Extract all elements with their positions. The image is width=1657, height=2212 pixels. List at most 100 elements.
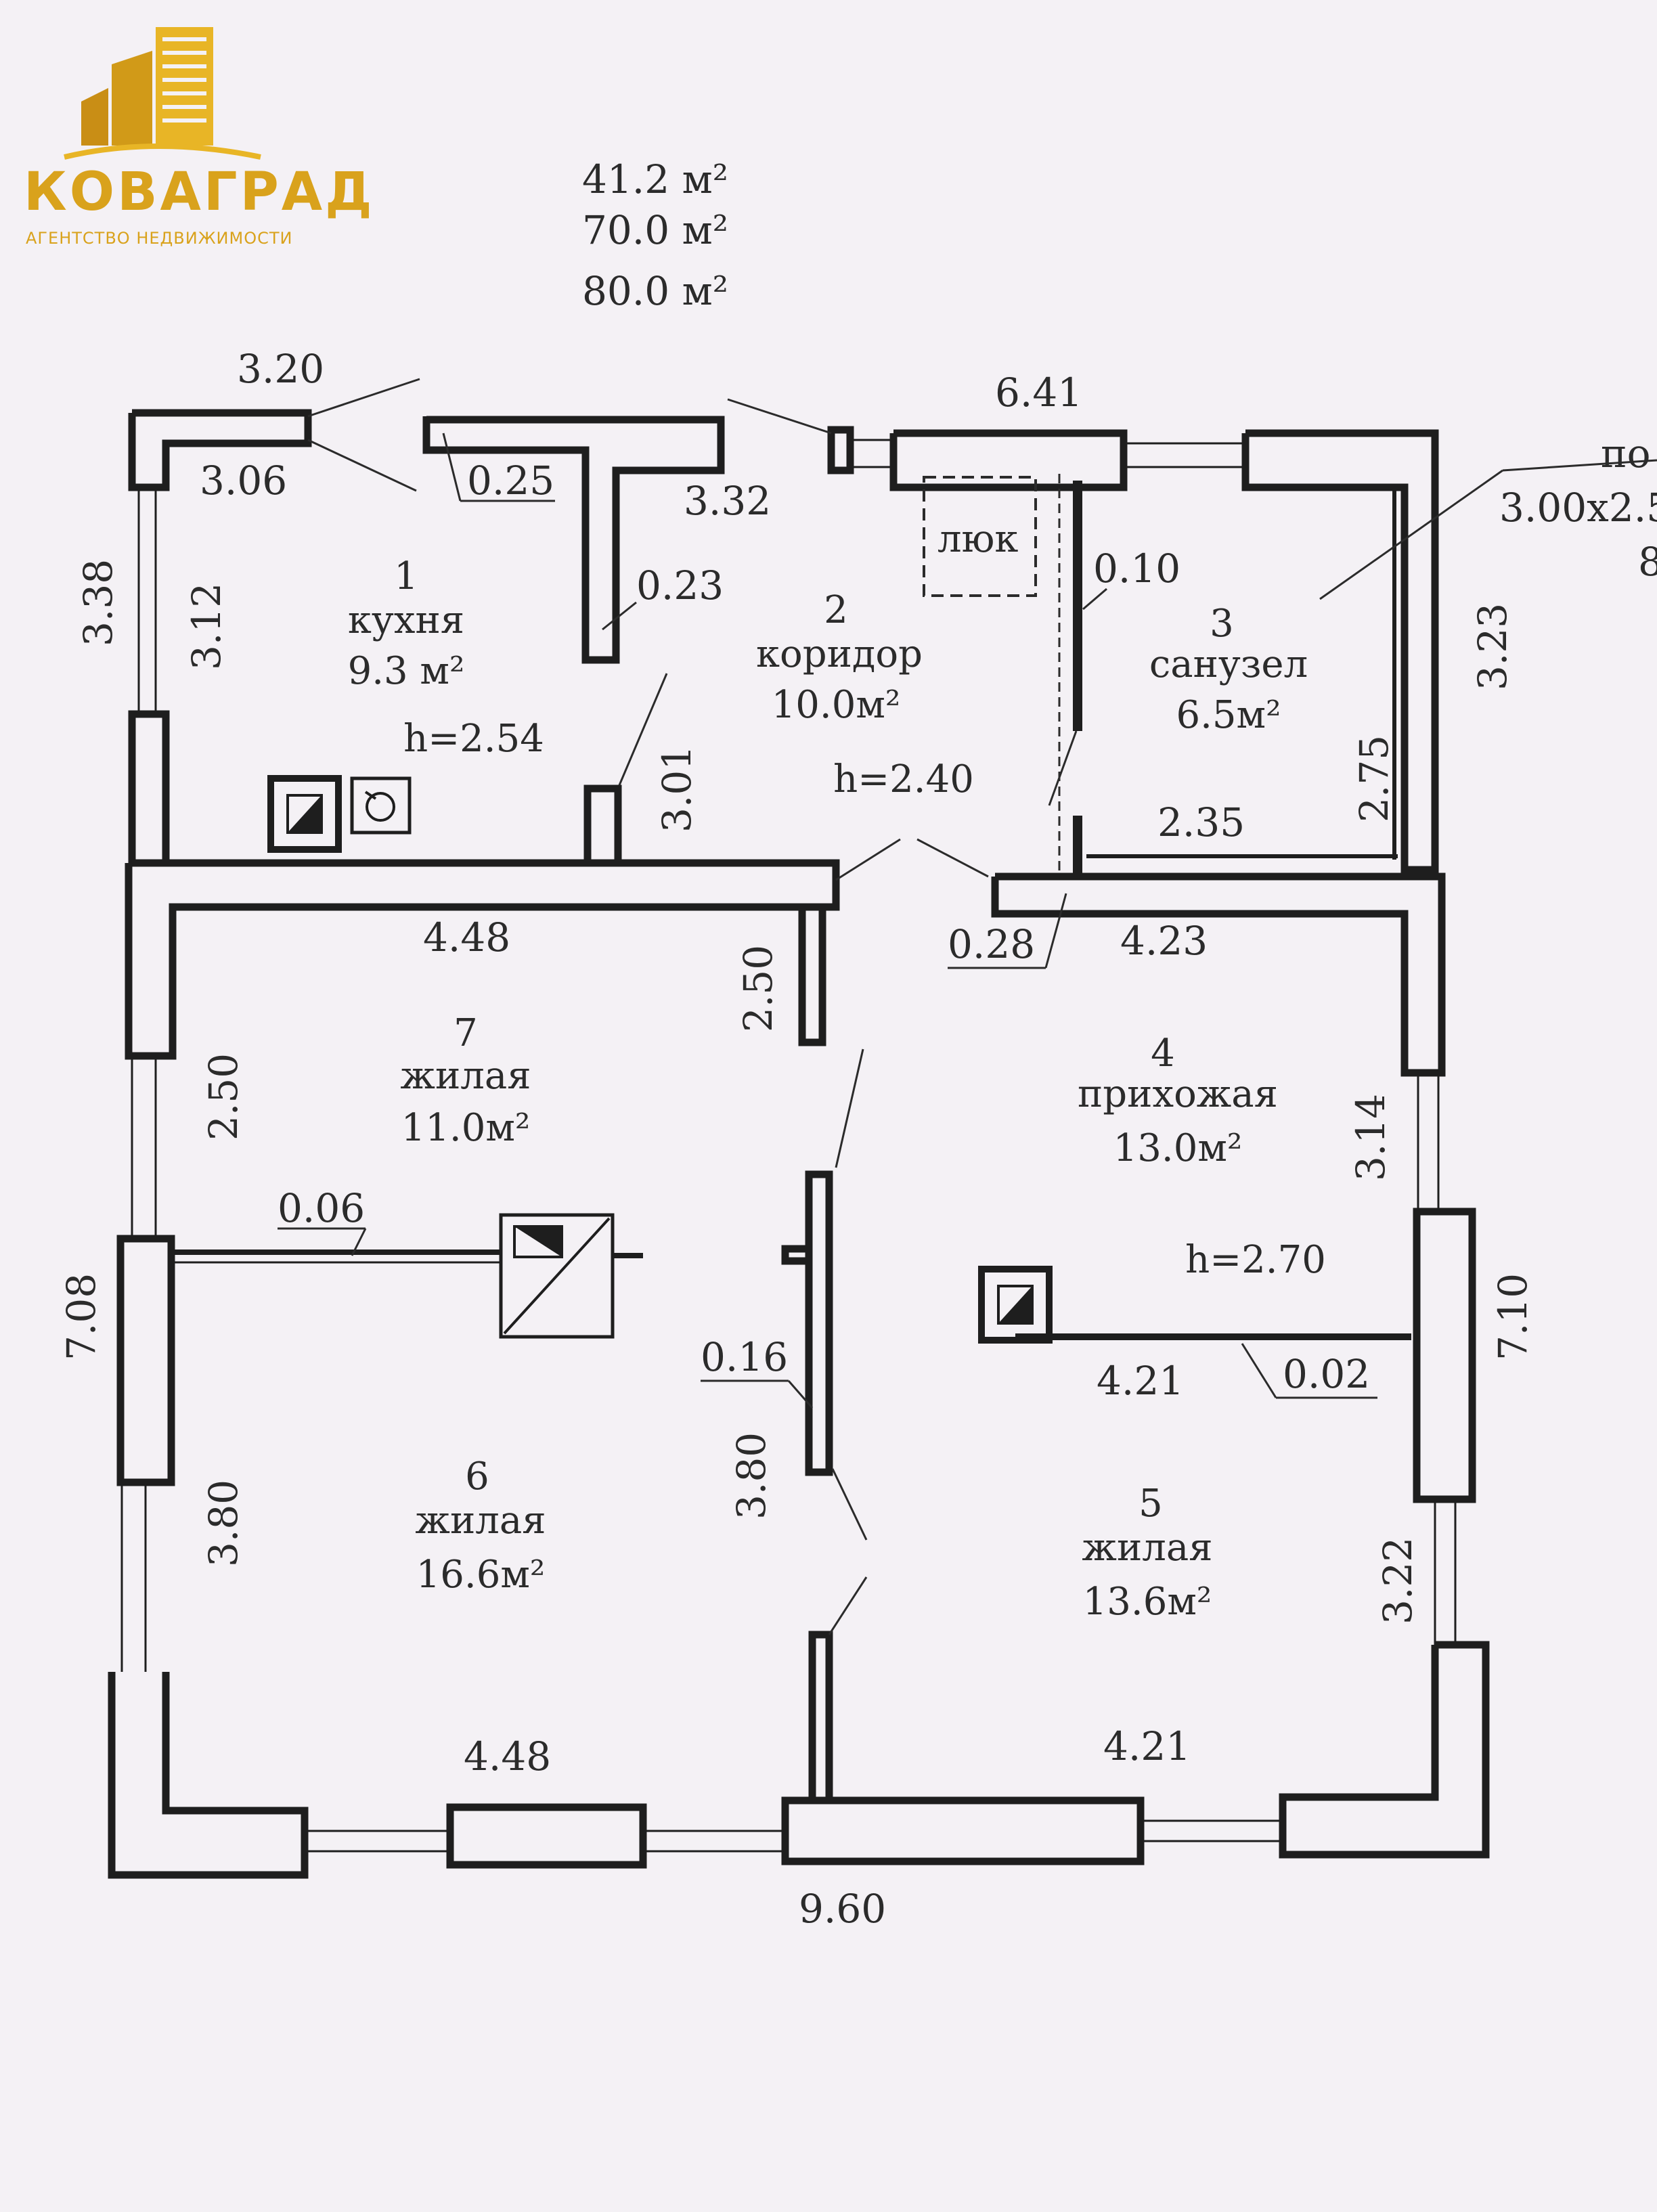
room-6: 6 жилая 16.6м² [415, 1455, 546, 1597]
room-6-name: жилая [415, 1499, 546, 1543]
dim-bath-side: 2.75 [1351, 735, 1397, 822]
room-3-area: 6.5м² [1176, 693, 1281, 737]
edge-text-2: 3.00х2.5 [1499, 485, 1657, 531]
dim-partition-0-16: 0.16 [701, 1334, 788, 1380]
edge-text-1: по [1601, 430, 1651, 477]
room-2-height: h=2.40 [833, 757, 974, 801]
dim-wall-0-28: 0.28 [948, 921, 1035, 967]
summary-area-gross: 80.0 м² [582, 268, 728, 314]
room-7: 7 жилая 11.0м² [400, 1011, 531, 1150]
room-7-number: 7 [454, 1011, 478, 1055]
dim-room5-bottom: 4.21 [1103, 1723, 1191, 1769]
summary-area-total: 70.0 м² [582, 207, 728, 253]
wall-bottom-left [108, 1672, 309, 1879]
logo: КОВАГРАД АГЕНТСТВО НЕДВИЖИМОСТИ [24, 27, 375, 248]
dim-room7-side-left: 2.50 [200, 1053, 246, 1141]
door-bath [1048, 730, 1078, 806]
dim-room7-top: 4.48 [423, 914, 510, 960]
door-kitchen-corridor [618, 673, 668, 786]
dim-room4-top: 4.23 [1120, 918, 1208, 964]
partition-central-lower [808, 1631, 833, 1805]
leader-toilet [1319, 469, 1503, 600]
room-7-area: 11.0м² [401, 1106, 531, 1150]
wall-bottom-2 [781, 1796, 1145, 1865]
dim-kitchen-side: 3.12 [183, 583, 229, 670]
room-5: 5 жилая 13.6м² [1082, 1482, 1212, 1624]
hatch-dashed [923, 476, 1037, 597]
room-1-area: 9.3 м² [348, 649, 465, 693]
room-1-name: кухня [348, 598, 464, 642]
room-4-height: h=2.70 [1185, 1238, 1326, 1282]
room-4-area: 13.0м² [1113, 1126, 1243, 1170]
dim-wall-0-25: 0.25 [467, 458, 554, 504]
sink-icon [350, 776, 412, 835]
room-6-number: 6 [465, 1455, 489, 1499]
summary-area-living: 41.2 м² [582, 156, 728, 202]
leader-0-28-b [1044, 893, 1067, 969]
dim-room7-side-right: 2.50 [735, 945, 781, 1032]
room-5-name: жилая [1082, 1526, 1212, 1570]
wall-top-right [1241, 429, 1439, 874]
dim-left-top-outer: 3.38 [75, 559, 121, 646]
wall-bottom-right [1279, 1641, 1490, 1859]
room-2-area: 10.0м² [772, 683, 901, 727]
dim-right-outer: 7.10 [1490, 1273, 1536, 1361]
room-1: 1 кухня 9.3 м² h=2.54 [348, 554, 544, 761]
wall-left-1 [128, 710, 170, 867]
dim-kitchen-outer-top: 3.20 [237, 346, 324, 392]
door-corridor-room4-a [835, 838, 901, 881]
door-room6-5 [828, 1576, 868, 1635]
room-3: 3 санузел 6.5м² [1149, 602, 1308, 737]
room-6-area: 16.6м² [416, 1553, 546, 1597]
room-4: 4 прихожая 13.0м² h=2.70 [1078, 1032, 1326, 1282]
dim-room6-side-left: 3.80 [200, 1480, 246, 1567]
leader-0-10 [1082, 588, 1107, 611]
room-2-number: 2 [824, 588, 848, 632]
dim-room6-side-right: 3.80 [728, 1432, 774, 1520]
logo-building-icon [64, 27, 261, 160]
kitchen-stove-icon [267, 775, 342, 853]
leader-0-06-b [351, 1228, 367, 1256]
wall-kitchen-corridor [583, 784, 622, 867]
logo-name: КОВАГРАД [24, 162, 375, 223]
dim-left-outer: 7.08 [58, 1273, 104, 1361]
door-kitchen-entry-a [307, 378, 420, 418]
room-4-name: прихожая [1078, 1072, 1278, 1116]
dim-room6-bottom: 4.48 [464, 1733, 551, 1779]
room-1-number: 1 [394, 554, 418, 598]
wall-corridor-top [889, 429, 1128, 491]
room-2-name: коридор [756, 632, 923, 676]
dim-corridor-side: 3.01 [654, 745, 700, 833]
room-7-name: жилая [400, 1054, 531, 1098]
wall-top-left [128, 409, 312, 491]
wall-middle-left [125, 859, 840, 1060]
door-room7 [835, 1048, 864, 1168]
leader-toilet-top [1502, 459, 1657, 472]
logo-tagline: АГЕНТСТВО НЕДВИЖИМОСТИ [26, 229, 292, 248]
room4-stove-icon [978, 1266, 1053, 1344]
dim-room5-top: 4.21 [1097, 1358, 1184, 1404]
dim-right-top: 3.23 [1470, 603, 1516, 690]
edge-text-3: 8 [1638, 539, 1657, 585]
wall-top-door-jamb [827, 426, 854, 474]
room-1-height: h=2.54 [403, 717, 544, 761]
wall-right-2 [1413, 1208, 1476, 1503]
door-room6-5-b [831, 1468, 868, 1541]
walls [108, 409, 1490, 1879]
room-5-number: 5 [1139, 1482, 1163, 1526]
wall-kitchen-top [422, 416, 725, 664]
room-3-name: санузел [1149, 642, 1308, 686]
leader-0-23 [602, 601, 637, 631]
leader-0-16-b [787, 1380, 814, 1409]
windows [120, 439, 1457, 1853]
partition-room7-right [798, 903, 826, 1046]
leader-0-02 [1241, 1343, 1277, 1398]
dim-bath-bottom: 2.35 [1157, 799, 1245, 845]
dim-top-right: 6.41 [995, 370, 1082, 416]
dim-partition-0-02: 0.02 [1283, 1351, 1370, 1397]
dim-partition-0-23: 0.23 [636, 562, 724, 609]
room-5-area: 13.6м² [1083, 1580, 1212, 1624]
room-3-number: 3 [1210, 602, 1234, 646]
